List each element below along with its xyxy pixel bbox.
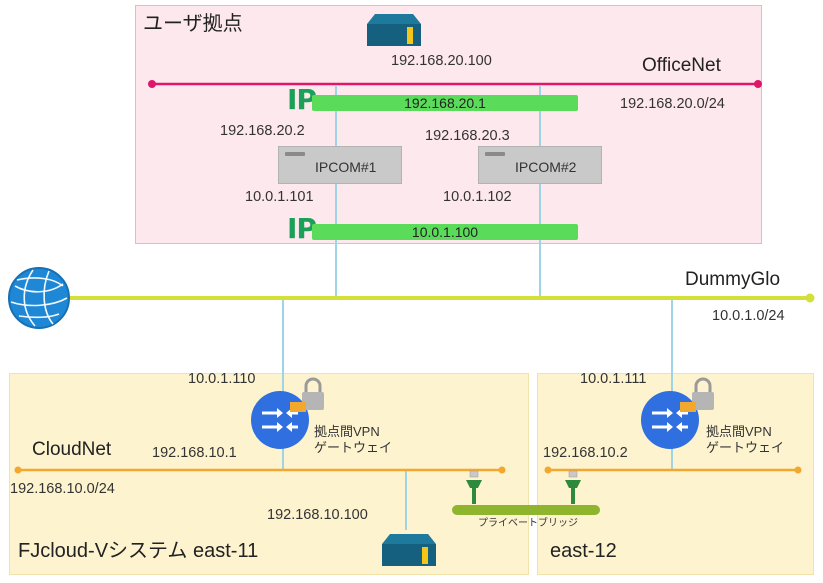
cloudnet-line-east12 — [544, 466, 802, 474]
ipcom1-lan-ip: 192.168.20.2 — [220, 123, 305, 139]
ipcom2-lan-ip: 192.168.20.3 — [425, 128, 510, 144]
vpn2-label: 拠点間VPN ゲートウェイ — [706, 424, 784, 456]
device-slot-icon — [485, 152, 505, 156]
device-slot-icon — [285, 152, 305, 156]
office-server-ip: 192.168.20.100 — [391, 53, 492, 69]
global-vip-bar: 10.0.1.100 — [312, 224, 578, 240]
ip-logo-icon: IP — [287, 83, 317, 116]
lock-icon-2 — [680, 377, 714, 412]
user-site-title: ユーザ拠点 — [143, 13, 243, 35]
ipcom2-device: IPCOM#2 — [478, 146, 602, 184]
ipcom2-label: IPCOM#2 — [515, 159, 577, 175]
private-bridge — [452, 470, 600, 515]
dummyglo-line — [60, 293, 815, 303]
cloudnet-name: CloudNet — [32, 439, 112, 460]
ipcom1-label: IPCOM#1 — [315, 159, 377, 175]
vpn2-wan-ip: 10.0.1.111 — [580, 371, 647, 387]
vpn1-label-line1: 拠点間VPN — [314, 424, 380, 439]
bridge-connector-icon-1 — [466, 470, 482, 504]
vpn2-label-line2: ゲートウェイ — [706, 440, 785, 455]
dummyglo-name: DummyGlo — [685, 269, 781, 290]
officenet-cidr: 192.168.20.0/24 — [620, 96, 725, 112]
vpn-router-icon-1 — [251, 391, 309, 449]
ipcom2-wan-ip: 10.0.1.102 — [443, 189, 512, 205]
east11-title: FJcloud-Vシステム east-11 — [18, 540, 259, 562]
officenet-name: OfficeNet — [642, 55, 721, 76]
cloudnet-line-east11 — [14, 466, 506, 474]
vpn2-label-line1: 拠点間VPN — [706, 424, 772, 439]
officenet-line — [148, 80, 762, 88]
vpn1-label-line2: ゲートウェイ — [314, 440, 393, 455]
connector-lines — [282, 86, 673, 530]
internet-globe-icon — [8, 267, 70, 329]
ip-logo-icon: IP — [287, 212, 317, 245]
office-server-icon — [367, 14, 421, 46]
vpn1-lan-ip: 192.168.10.1 — [152, 445, 237, 461]
private-bridge-label: プライベートブリッジ — [478, 518, 578, 529]
vpn1-label: 拠点間VPN ゲートウェイ — [314, 424, 392, 456]
vpn-router-icon-2 — [641, 391, 699, 449]
dummyglo-cidr: 10.0.1.0/24 — [712, 308, 785, 324]
cloud-server-icon — [382, 534, 436, 566]
office-vip-bar: 192.168.20.1 — [312, 95, 578, 111]
global-vip-label: 10.0.1.100 — [411, 224, 479, 240]
office-vip-label: 192.168.20.1 — [404, 95, 486, 111]
east12-title: east-12 — [550, 540, 617, 562]
cloudnet-cidr: 192.168.10.0/24 — [10, 481, 115, 497]
cloud-server-ip: 192.168.10.100 — [267, 507, 368, 523]
bridge-connector-icon-2 — [565, 470, 581, 504]
user-site-zone — [135, 5, 762, 244]
ipcom1-device: IPCOM#1 — [278, 146, 402, 184]
ipcom1-wan-ip: 10.0.1.101 — [245, 189, 314, 205]
vpn1-wan-ip: 10.0.1.110 — [188, 371, 256, 387]
lock-icon-1 — [290, 377, 324, 412]
vpn2-lan-ip: 192.168.10.2 — [543, 445, 628, 461]
